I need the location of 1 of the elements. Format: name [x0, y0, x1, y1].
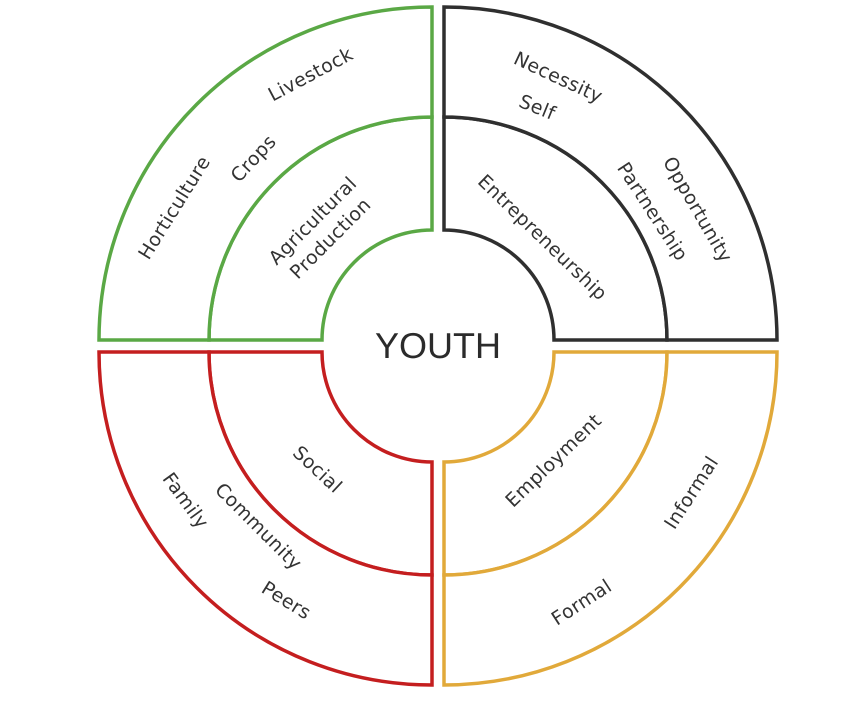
- center-label: YOUTH: [375, 328, 501, 364]
